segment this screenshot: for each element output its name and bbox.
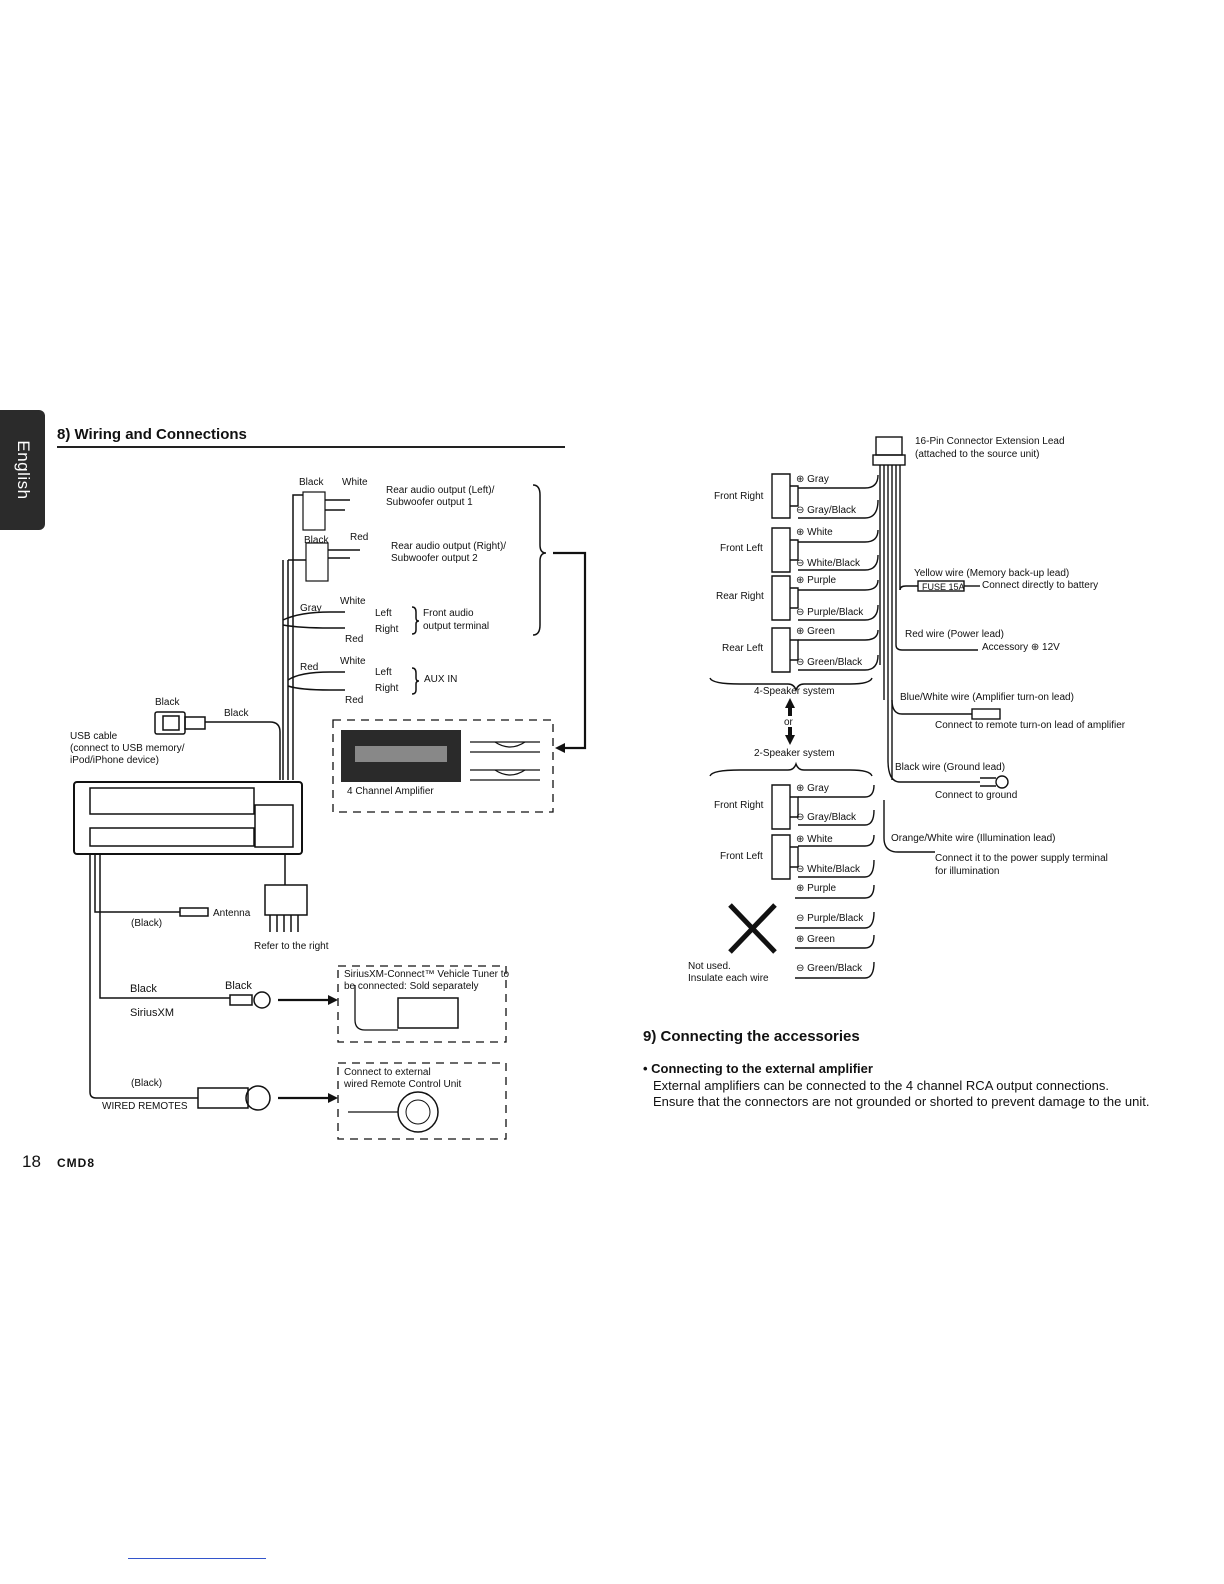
wire-green-neg: ⊖ Green/Black [796,657,863,668]
front-red-label: Red [345,634,364,645]
front-white-label: White [340,596,366,607]
not-used-label: Not used. [688,961,731,972]
orange-wire-label: Orange/White wire (Illumination lead) [891,833,1056,844]
front-desc2: output terminal [423,621,490,632]
wire-white-neg-2: ⊖ White/Black [796,864,860,875]
remote-box-line2: wired Remote Control Unit [344,1079,462,1090]
siriusxm-label: SiriusXM [130,1007,175,1019]
connector-label-2: (attached to the source unit) [915,449,1040,460]
aux-red2-label: Red [345,695,364,706]
sxm-box-line2: be connected: Sold separately [344,981,479,992]
usb-cable-label: USB cable [70,731,118,742]
wire-gray-neg-2: ⊖ Gray/Black [796,812,857,823]
sxm-box-line1: SiriusXM-Connect™ Vehicle Tuner to [344,969,510,980]
front-desc: Front audio [423,608,474,619]
blue-link-line [128,1558,266,1559]
remote-turn-on-label: Connect to remote turn-on lead of amplif… [935,720,1126,731]
sxm-black1-label: Black [130,983,157,995]
usb-black1-label: Black [155,697,180,708]
amplifier-label: 4 Channel Amplifier [347,786,434,797]
page-number: 18 [22,1152,41,1171]
wire-gray-neg: ⊖ Gray/Black [796,505,857,516]
section-9-title: 9) Connecting the accessories [643,1028,860,1045]
insulate-label: Insulate each wire [688,973,769,984]
two-speaker-label: 2-Speaker system [754,748,835,759]
wire-white-pos-2: ⊕ White [796,834,833,845]
speaker-front-right-2: Front Right [714,800,764,811]
speaker-front-left: Front Left [720,543,763,554]
wire-purple-neg: ⊖ Purple/Black [796,607,864,618]
speaker-rear-right: Rear Right [716,591,764,602]
rear-out-2-desc: Rear audio output (Right)/ [391,541,507,552]
front-left-label: Left [375,608,392,619]
model-name: CMD8 [57,1156,96,1170]
wire-gray-pos-2: ⊕ Gray [796,783,829,794]
rear-out-1-white-label: White [342,477,368,488]
wire-purple-pos: ⊕ Purple [796,575,837,586]
black-wire-label: Black wire (Ground lead) [895,762,1006,773]
refer-right-note: Refer to the right [254,941,329,952]
section-8-rule [57,446,565,448]
wired-remotes-label: WIRED REMOTES [102,1101,188,1112]
aux-desc: AUX IN [424,674,458,685]
fuse-label: FUSE 15A [922,582,965,592]
wire-purple-neg-2: ⊖ Purple/Black [796,913,864,924]
rear-out-2-desc2: Subwoofer output 2 [391,553,478,564]
section-9-subtitle: • Connecting to the external amplifier [643,1061,873,1076]
or-label: or [784,717,793,728]
aux-red-label: Red [300,662,319,673]
aux-white-label: White [340,656,366,667]
rear-out-1-desc2: Subwoofer output 1 [386,497,473,508]
bluewhite-wire-label: Blue/White wire (Amplifier turn-on lead) [900,692,1074,703]
connector-label-1: 16-Pin Connector Extension Lead [915,436,1065,447]
wire-green-pos: ⊕ Green [796,626,835,637]
sxm-black2-label: Black [225,980,252,992]
wire-purple-pos-2: ⊕ Purple [796,883,837,894]
usb-black2-label: Black [224,708,249,719]
speaker-front-left-2: Front Left [720,851,763,862]
usb-cable-label2: (connect to USB memory/ [70,743,185,754]
wire-green-neg-2: ⊖ Green/Black [796,963,863,974]
speaker-rear-left: Rear Left [722,643,764,654]
accessory-label: Accessory ⊕ 12V [982,642,1060,653]
usb-cable-label3: iPod/iPhone device) [70,755,159,766]
rear-out-2-red-label: Red [350,532,369,543]
remote-box-line1: Connect to external [344,1067,431,1078]
antenna-label: Antenna [213,908,251,919]
red-wire-label: Red wire (Power lead) [905,629,1004,640]
yellow-wire-label: Yellow wire (Memory back-up lead) [914,568,1070,579]
battery-label: Connect directly to battery [982,580,1099,591]
front-right-label: Right [375,624,399,635]
aux-left-label: Left [375,667,392,678]
rear-out-1-black-label: Black [299,477,324,488]
wire-gray-pos: ⊕ Gray [796,474,829,485]
wire-white-neg: ⊖ White/Black [796,558,860,569]
illumination-label-1: Connect it to the power supply terminal [935,853,1108,864]
section-9-body: External amplifiers can be connected to … [653,1078,1150,1109]
aux-right-label: Right [375,683,399,694]
section-8-title: 8) Wiring and Connections [57,426,247,443]
wired-black-label: (Black) [131,1078,163,1089]
wire-green-pos-2: ⊕ Green [796,934,835,945]
language-tab: English [0,410,45,530]
front-gray-label: Gray [300,603,322,614]
rear-out-1-desc: Rear audio output (Left)/ [386,485,495,496]
ground-label: Connect to ground [935,790,1018,801]
four-speaker-label: 4-Speaker system [754,686,835,697]
wire-white-pos: ⊕ White [796,527,833,538]
rear-out-2-black-label: Black [304,535,329,546]
antenna-black-label: (Black) [131,918,163,929]
illumination-label-2: for illumination [935,866,1000,877]
speaker-front-right: Front Right [714,491,764,502]
